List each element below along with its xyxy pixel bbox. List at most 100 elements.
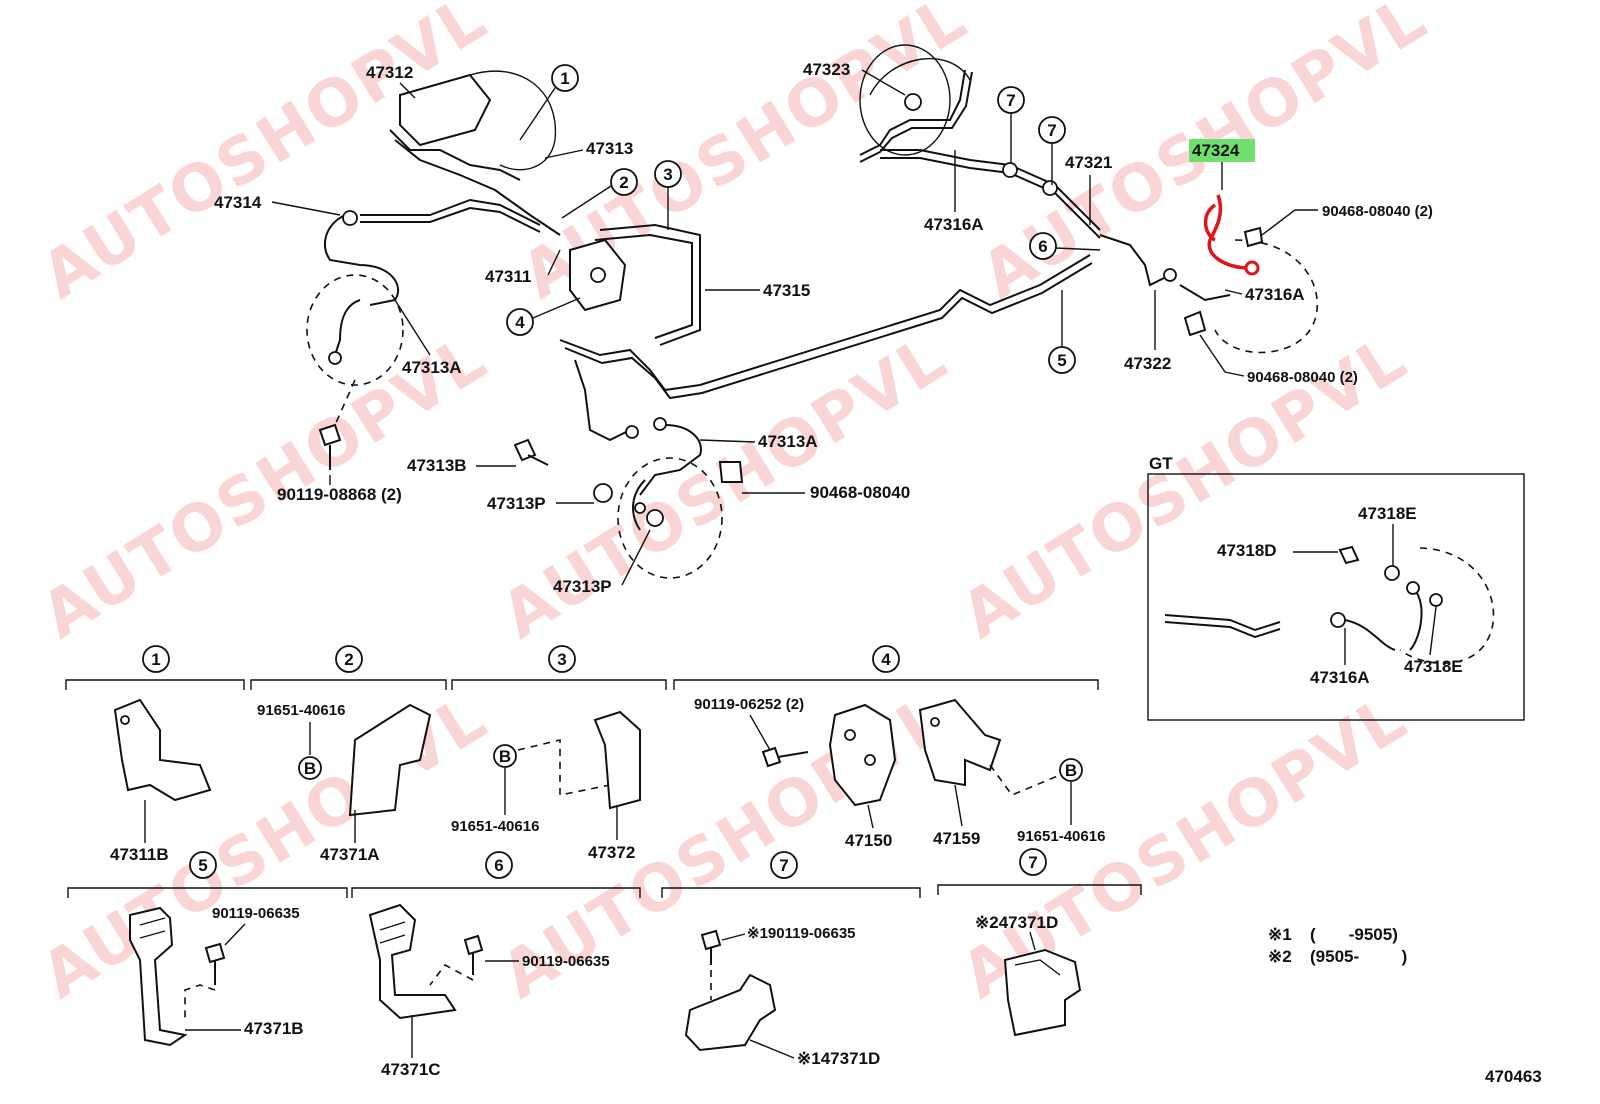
- hose-fitting: [1330, 612, 1346, 628]
- bleeder-fitting: [1406, 581, 1420, 595]
- clip-part: [1003, 948, 1082, 1037]
- callout-number: 6: [494, 856, 503, 875]
- callout-number: 4: [515, 313, 525, 332]
- callout-number: 7: [1006, 91, 1015, 110]
- clip-part: [1243, 226, 1264, 248]
- callout-circle-2: [610, 168, 638, 196]
- junction-fitting: [590, 267, 606, 283]
- part-label: 47313P: [487, 494, 546, 513]
- part-label: 47314: [214, 193, 262, 212]
- part-label: ※247371D: [975, 913, 1058, 932]
- part-label: 90468-08040 (2): [1322, 203, 1433, 220]
- highlighted-hose-47324[interactable]: [1203, 203, 1217, 242]
- part-label: 91651-40616: [451, 818, 539, 835]
- hose-fitting: [625, 425, 639, 439]
- part-label: 47318D: [1217, 541, 1277, 560]
- part-label: 91651-40616: [257, 702, 345, 719]
- callout-number: 6: [1038, 237, 1047, 256]
- leader-line: [721, 933, 746, 941]
- applicability-notes: ※1 ( -9505) ※2 (9505- ): [1268, 925, 1407, 966]
- part-label: 47321: [1065, 153, 1112, 172]
- rear-brake-line: [880, 149, 1101, 231]
- assembly-dash-line: [429, 963, 474, 986]
- brake-booster-outline: [469, 70, 557, 171]
- assembly-dash-line: [334, 379, 356, 426]
- detail-callout-5: [189, 851, 217, 879]
- group-bracket: [661, 887, 921, 898]
- hose-fitting: [342, 210, 358, 226]
- clamp-part: [368, 903, 457, 1020]
- callout-number: 5: [198, 856, 207, 875]
- rotor-outline: [869, 58, 971, 96]
- detail-callout-1: [142, 645, 170, 673]
- b-marker: [493, 744, 517, 768]
- brake-line: [1179, 284, 1231, 302]
- part-label: 47316A: [924, 215, 984, 234]
- brake-line: [1099, 234, 1171, 287]
- part-label: 47318E: [1358, 504, 1417, 523]
- leader-line: [699, 439, 756, 443]
- leader-line: [561, 185, 612, 219]
- callout-number: 1: [151, 650, 160, 669]
- brake-line: [1164, 621, 1281, 639]
- brake-line: [389, 129, 521, 181]
- part-label: 47313: [586, 139, 633, 158]
- group-bracket: [250, 679, 447, 690]
- diagram-id: 470463: [1485, 1067, 1542, 1086]
- bolt-part: [318, 423, 342, 447]
- leader-line: [399, 82, 416, 99]
- leader-line: [532, 297, 581, 319]
- brake-hose: [859, 69, 966, 156]
- part-label: 47318E: [1404, 657, 1463, 676]
- note-range: (9505- ): [1310, 947, 1407, 966]
- caliper-line: [632, 479, 646, 531]
- brake-line: [394, 139, 561, 236]
- leader-line: [867, 804, 874, 829]
- detail-callout-6: [485, 851, 513, 879]
- rear-drum-outline: [859, 44, 951, 156]
- highlighted-part-label[interactable]: 47324: [1192, 141, 1240, 160]
- union-bolt: [1338, 545, 1360, 565]
- gasket-part: [593, 483, 613, 503]
- hose-fitting: [904, 93, 922, 111]
- part-label: 47316A: [1310, 668, 1370, 687]
- highlight-label-box: [1189, 139, 1255, 162]
- highlighted-fitting[interactable]: [1244, 260, 1260, 276]
- highlighted-hose-47324[interactable]: [1207, 194, 1251, 270]
- rotor-outline: [306, 274, 404, 386]
- clamp-ribs: [139, 917, 166, 939]
- brake-line: [574, 359, 631, 442]
- bolt-part: [463, 934, 484, 956]
- part-label: 47316A: [1245, 285, 1305, 304]
- inset-title: GT: [1149, 454, 1173, 473]
- brake-line: [594, 233, 693, 339]
- bracket-part: [918, 698, 1002, 787]
- rear-right-assembly: [859, 44, 1318, 354]
- b-marker-letter: B: [499, 747, 511, 766]
- part-label: 90119-06635: [522, 953, 610, 970]
- callout-number: 2: [619, 173, 628, 192]
- group-bracket: [351, 887, 641, 898]
- part-label: 90468-08040: [810, 483, 910, 502]
- bolt-shank: [777, 751, 809, 758]
- rotor-outline: [617, 457, 723, 579]
- bolt-hole: [930, 717, 940, 727]
- watermark-text: AUTOSHOPVL: [29, 681, 500, 1013]
- part-label: ※147371D: [797, 1049, 880, 1068]
- leader-line: [224, 923, 246, 946]
- group-bracket: [65, 679, 245, 690]
- group-bracket: [937, 884, 1142, 895]
- b-marker: [298, 756, 322, 780]
- leader-line: [544, 149, 584, 159]
- leader-line: [519, 87, 556, 141]
- callout-number: 3: [557, 650, 566, 669]
- part-label: 47371B: [244, 1019, 304, 1038]
- clip-part: [593, 710, 641, 810]
- leader-line: [394, 299, 431, 356]
- part-label: 47313A: [402, 358, 462, 377]
- inset-frame: [1147, 473, 1525, 721]
- clip-part: [684, 973, 777, 1052]
- part-label: 47311B: [110, 845, 169, 864]
- part-label: 47150: [845, 831, 892, 850]
- part-label: 90119-06635: [212, 905, 300, 922]
